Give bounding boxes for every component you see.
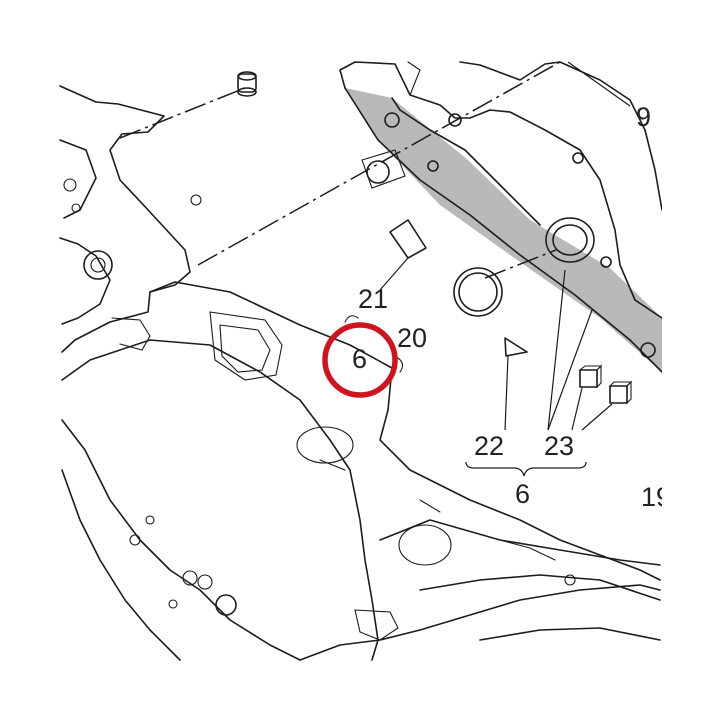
- right-edge-mask: [662, 0, 720, 720]
- alignment-line-3: [484, 249, 557, 279]
- part-23-blocks: [578, 364, 633, 405]
- brace-mark-top: [344, 315, 359, 323]
- part-21-pad: [389, 219, 427, 259]
- part-22-pad: [504, 337, 528, 357]
- leader-6-part20: [547, 269, 566, 431]
- leader-6-housing: [547, 309, 593, 431]
- leader-9: [567, 61, 631, 107]
- bottom-edge-mask: [0, 662, 720, 720]
- leader-21: [379, 257, 409, 291]
- leader-23-b: [581, 403, 613, 431]
- leader-22: [504, 355, 509, 431]
- leader-23-a: [571, 387, 583, 431]
- callout-21: 21: [358, 284, 388, 314]
- highlight-ring: [322, 322, 398, 398]
- callout-6-main: 6: [352, 344, 367, 374]
- alignment-line-1: [119, 87, 246, 139]
- callout-22: 22: [474, 431, 504, 461]
- bushing-part: [237, 71, 257, 97]
- callout-20: 20: [397, 323, 427, 353]
- callout-19-clipped: 19: [641, 482, 671, 512]
- brace-mark-bottom: [397, 357, 404, 373]
- group-bracket: [465, 461, 587, 477]
- frame-part: [59, 85, 661, 661]
- callout-23: 23: [544, 431, 574, 461]
- callout-6-group: 6: [515, 479, 530, 509]
- part-20-ring: [453, 267, 503, 317]
- callout-9: 9: [636, 102, 651, 132]
